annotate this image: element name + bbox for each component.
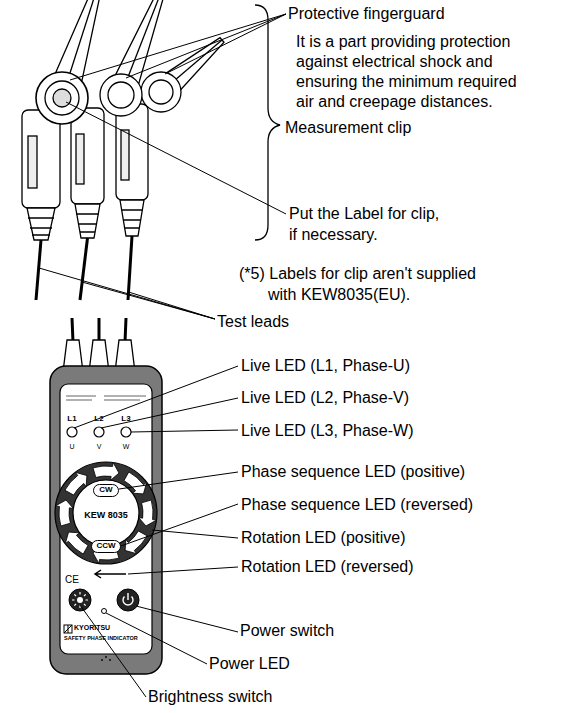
fingerguard bbox=[100, 74, 142, 116]
rotation-arrow bbox=[93, 462, 119, 480]
rotation-arrow bbox=[139, 500, 157, 526]
panel-marking: V bbox=[97, 443, 102, 450]
rotation-ring bbox=[55, 462, 157, 564]
device-body bbox=[50, 366, 162, 674]
brand-logo bbox=[64, 625, 72, 633]
panel-marking: U bbox=[69, 443, 74, 450]
test-lead bbox=[128, 236, 132, 300]
part-name: Live LED (L1, Phase-U) bbox=[241, 356, 410, 376]
power-icon bbox=[123, 593, 133, 605]
part-name: Phase sequence LED (positive) bbox=[241, 462, 465, 482]
leader-line bbox=[66, 102, 286, 214]
device-leads bbox=[63, 318, 135, 372]
ce-mark: CE bbox=[65, 575, 79, 585]
panel-marking: L1 bbox=[67, 415, 76, 423]
description-note: It is a part providing protection agains… bbox=[296, 32, 528, 112]
boot-ring bbox=[28, 218, 54, 235]
live-led bbox=[121, 427, 131, 437]
leader-line bbox=[80, 605, 146, 697]
test-lead bbox=[36, 240, 41, 300]
fingerguard-center bbox=[53, 89, 71, 107]
ring-center bbox=[73, 480, 139, 546]
dot bbox=[105, 656, 107, 658]
clip-label-area bbox=[76, 134, 84, 184]
leader-lines bbox=[39, 14, 286, 697]
fingerguard-inner bbox=[45, 81, 79, 115]
fingerguard bbox=[36, 72, 88, 124]
live-led bbox=[67, 427, 77, 437]
sun-icon bbox=[77, 597, 83, 603]
boot-ring bbox=[121, 210, 143, 228]
leader-line bbox=[126, 14, 286, 78]
part-name: Phase sequence LED (reversed) bbox=[241, 495, 473, 515]
leader-line bbox=[152, 530, 238, 538]
dot bbox=[101, 659, 103, 661]
led-oval: CCW bbox=[91, 540, 121, 553]
direction-arrow bbox=[95, 570, 126, 578]
leader-line bbox=[131, 430, 238, 432]
clip-handle bbox=[22, 110, 60, 208]
leader-line bbox=[136, 606, 238, 632]
part-name: Live LED (L3, Phase-W) bbox=[241, 421, 414, 441]
clip-handle bbox=[116, 104, 148, 200]
leader-line bbox=[128, 567, 238, 574]
leader-line bbox=[82, 282, 215, 319]
panel-marking: W bbox=[123, 443, 130, 450]
lead-boot bbox=[75, 204, 100, 238]
boot-ring bbox=[76, 214, 99, 232]
part-name: Brightness switch bbox=[148, 687, 273, 707]
leader-line bbox=[101, 398, 238, 428]
led-marking: CCW bbox=[96, 542, 115, 550]
clip-label-area bbox=[28, 136, 37, 188]
live-led bbox=[94, 427, 104, 437]
panel-marking: L3 bbox=[121, 415, 130, 423]
part-name: Rotation LED (positive) bbox=[241, 528, 406, 548]
fingerguard-inner bbox=[149, 80, 173, 104]
brightness-button bbox=[69, 589, 91, 611]
leader-line bbox=[121, 504, 238, 546]
power-led bbox=[102, 609, 107, 614]
brand-name: KYORITSU bbox=[74, 623, 110, 633]
lead-boot bbox=[120, 200, 144, 236]
panel-marking: L2 bbox=[94, 415, 103, 423]
clip-label-area bbox=[121, 130, 129, 180]
test-lead bbox=[80, 238, 88, 300]
leader-line bbox=[70, 14, 286, 80]
power-button bbox=[117, 589, 139, 611]
part-name: Measurement clip bbox=[285, 118, 411, 138]
part-name: Live LED (L2, Phase-V) bbox=[241, 388, 409, 408]
leader-line bbox=[39, 268, 215, 319]
note: Put the Label for clip, if necessary. bbox=[289, 203, 445, 245]
model-name: KEW 8035 bbox=[84, 511, 128, 520]
product-name: SAFETY PHASE INDICATOR bbox=[64, 635, 138, 642]
part-name: Power switch bbox=[240, 621, 334, 641]
leader-line bbox=[165, 14, 286, 74]
part-name: Test leads bbox=[217, 312, 289, 332]
part-name: Protective fingerguard bbox=[288, 4, 445, 24]
footnote: (*5) Labels for clip aren't supplied wit… bbox=[268, 263, 493, 305]
brand-logo-mark bbox=[64, 625, 72, 633]
test-lead bbox=[72, 318, 126, 342]
led-marking: CW bbox=[99, 486, 112, 494]
measurement-clip bbox=[22, 0, 100, 300]
rating-print bbox=[66, 396, 146, 400]
fingerguard bbox=[141, 72, 181, 112]
leader-line bbox=[129, 292, 216, 319]
part-name: Power LED bbox=[209, 654, 290, 674]
led-oval: CW bbox=[93, 484, 119, 497]
rotation-arrow bbox=[55, 500, 73, 526]
dot bbox=[109, 659, 111, 661]
leader-line bbox=[119, 472, 238, 489]
fingerguard-inner bbox=[108, 82, 134, 108]
clip-handle bbox=[71, 108, 104, 204]
lead-boot bbox=[27, 208, 55, 240]
leader-line bbox=[74, 366, 238, 428]
part-name: Rotation LED (reversed) bbox=[241, 557, 414, 577]
